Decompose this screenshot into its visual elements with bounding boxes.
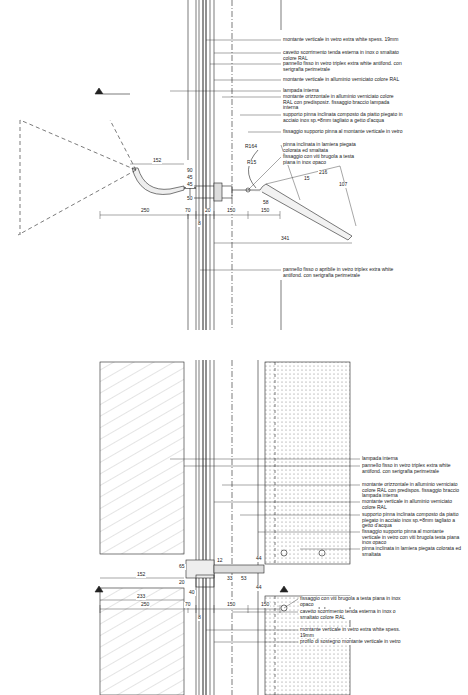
dimension-value: R164 <box>244 144 258 150</box>
annotation-note: supporto pinna inclinata composto da pia… <box>362 512 462 529</box>
dimension-value: 8 <box>197 221 202 227</box>
dimension-value: 15 <box>303 176 311 182</box>
annotation-note: montante verticale in alluminio vernicia… <box>283 77 403 83</box>
interior-lamp <box>18 120 196 235</box>
annotation-note: supporto pinna inclinata composto da pia… <box>283 112 403 123</box>
annotation-note: pannello fisso in vetro triplex extra wh… <box>362 463 462 474</box>
dimension-value: 53 <box>240 576 248 582</box>
annotation-note: pannello fisso o apribile in vetro tripl… <box>283 267 395 278</box>
annotation-note: montante verticale in vetro extra white … <box>300 627 410 638</box>
annotation-note: pannello fisso in vetro triplex extra wh… <box>283 61 403 72</box>
dimension-value: 341 <box>280 236 290 242</box>
annotation-note: fissaggio con viti brugola a testa piana… <box>300 596 410 607</box>
dimension-value: 20 <box>204 208 212 214</box>
dimension-value: 250 <box>140 602 150 608</box>
dimension-value: 45 <box>186 182 194 188</box>
dimension-value: 70 <box>184 208 192 214</box>
annotation-note: montante verticale in alluminio vernicia… <box>362 499 462 510</box>
bottom-glass-panels <box>100 362 184 695</box>
dimension-value: 216 <box>318 170 328 176</box>
annotation-note: profilo di sostegno montante verticale i… <box>300 639 410 645</box>
dimension-value: 44 <box>255 556 263 562</box>
dimension-value: 20 <box>178 580 186 586</box>
annotation-note: pinna inclinata in lamiera piegata color… <box>362 546 462 557</box>
top-mullions <box>188 0 281 330</box>
dimension-value: 8 <box>197 615 202 621</box>
dimension-value: 40 <box>188 590 196 596</box>
dimension-value: 150 <box>226 208 236 214</box>
top-leaders <box>170 40 300 270</box>
dimension-value: 152 <box>136 572 146 578</box>
dimension-value: 150 <box>260 602 270 608</box>
section-markers <box>95 88 294 592</box>
annotation-note: montante verticale in vetro extra white … <box>283 37 403 43</box>
dimension-value: 12 <box>216 558 224 564</box>
dimension-value: R15 <box>246 160 257 166</box>
dimension-value: 58 <box>262 200 270 206</box>
dimension-value: 150 <box>226 602 236 608</box>
dimension-value: 233 <box>136 594 146 600</box>
annotation-note: fissaggio supporto pinna al montante ver… <box>362 529 462 546</box>
annotation-note: fissaggio con viti brugola a testa piana… <box>283 154 361 165</box>
dimension-value: 250 <box>140 208 150 214</box>
dimension-value: 45 <box>186 175 194 181</box>
dimension-value: 152 <box>152 158 162 164</box>
annotation-note: lampada interna <box>362 456 462 462</box>
dimension-value: 50 <box>186 196 194 202</box>
annotation-note: pinna inclinata in lamiera piegata color… <box>283 142 361 153</box>
bottom-mullions <box>186 360 264 695</box>
annotation-note: fissaggio supporto pinna al montante ver… <box>283 129 403 135</box>
annotation-note: montante orizzontale in alluminio vernic… <box>283 94 403 111</box>
annotation-note: cavetto scorrimento tenda esterna in ino… <box>283 50 403 61</box>
bottom-fin-panels <box>265 362 350 695</box>
annotation-note: lampada interna <box>283 88 403 94</box>
dimension-value: 44 <box>255 585 263 591</box>
dimension-value: 107 <box>338 182 348 188</box>
bottom-dimension-lines <box>100 578 280 613</box>
dimension-value: 70 <box>184 602 192 608</box>
dimension-value: 150 <box>260 208 270 214</box>
annotation-note: cavetto scorrimento tenda esterna in ino… <box>300 609 410 620</box>
dimension-value: 33 <box>226 576 234 582</box>
top-dimension-lines <box>100 164 352 243</box>
dimension-value: 65 <box>178 564 186 570</box>
annotation-note: montante orizzontale in alluminio vernic… <box>362 482 462 499</box>
dimension-value: 90 <box>186 168 194 174</box>
